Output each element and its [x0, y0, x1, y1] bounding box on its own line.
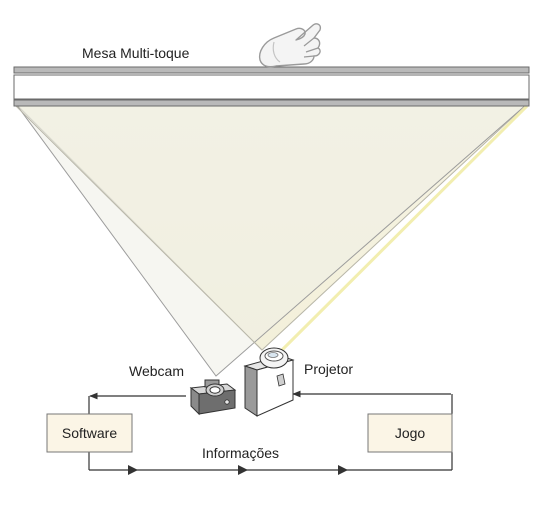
- software-box: Software: [46, 413, 133, 453]
- table-label: Mesa Multi-toque: [82, 45, 190, 61]
- table-top-rail: [13, 66, 530, 74]
- game-label: Jogo: [395, 425, 426, 441]
- projector-label: Projetor: [304, 361, 353, 377]
- info-label: Informações: [202, 445, 279, 461]
- game-box: Jogo: [367, 413, 453, 453]
- pointing-hand-icon: [258, 23, 322, 68]
- table-bottom-rail: [13, 99, 530, 107]
- info-arrow-3: [338, 465, 348, 475]
- projector-icon: [243, 347, 295, 417]
- info-arrow-2: [238, 465, 248, 475]
- webcam-icon: [189, 379, 237, 416]
- beam-highlight: [278, 104, 529, 354]
- info-arrow-1: [128, 465, 138, 475]
- software-label: Software: [62, 425, 117, 441]
- table-surface: [13, 74, 530, 100]
- webcam-label: Webcam: [129, 363, 184, 379]
